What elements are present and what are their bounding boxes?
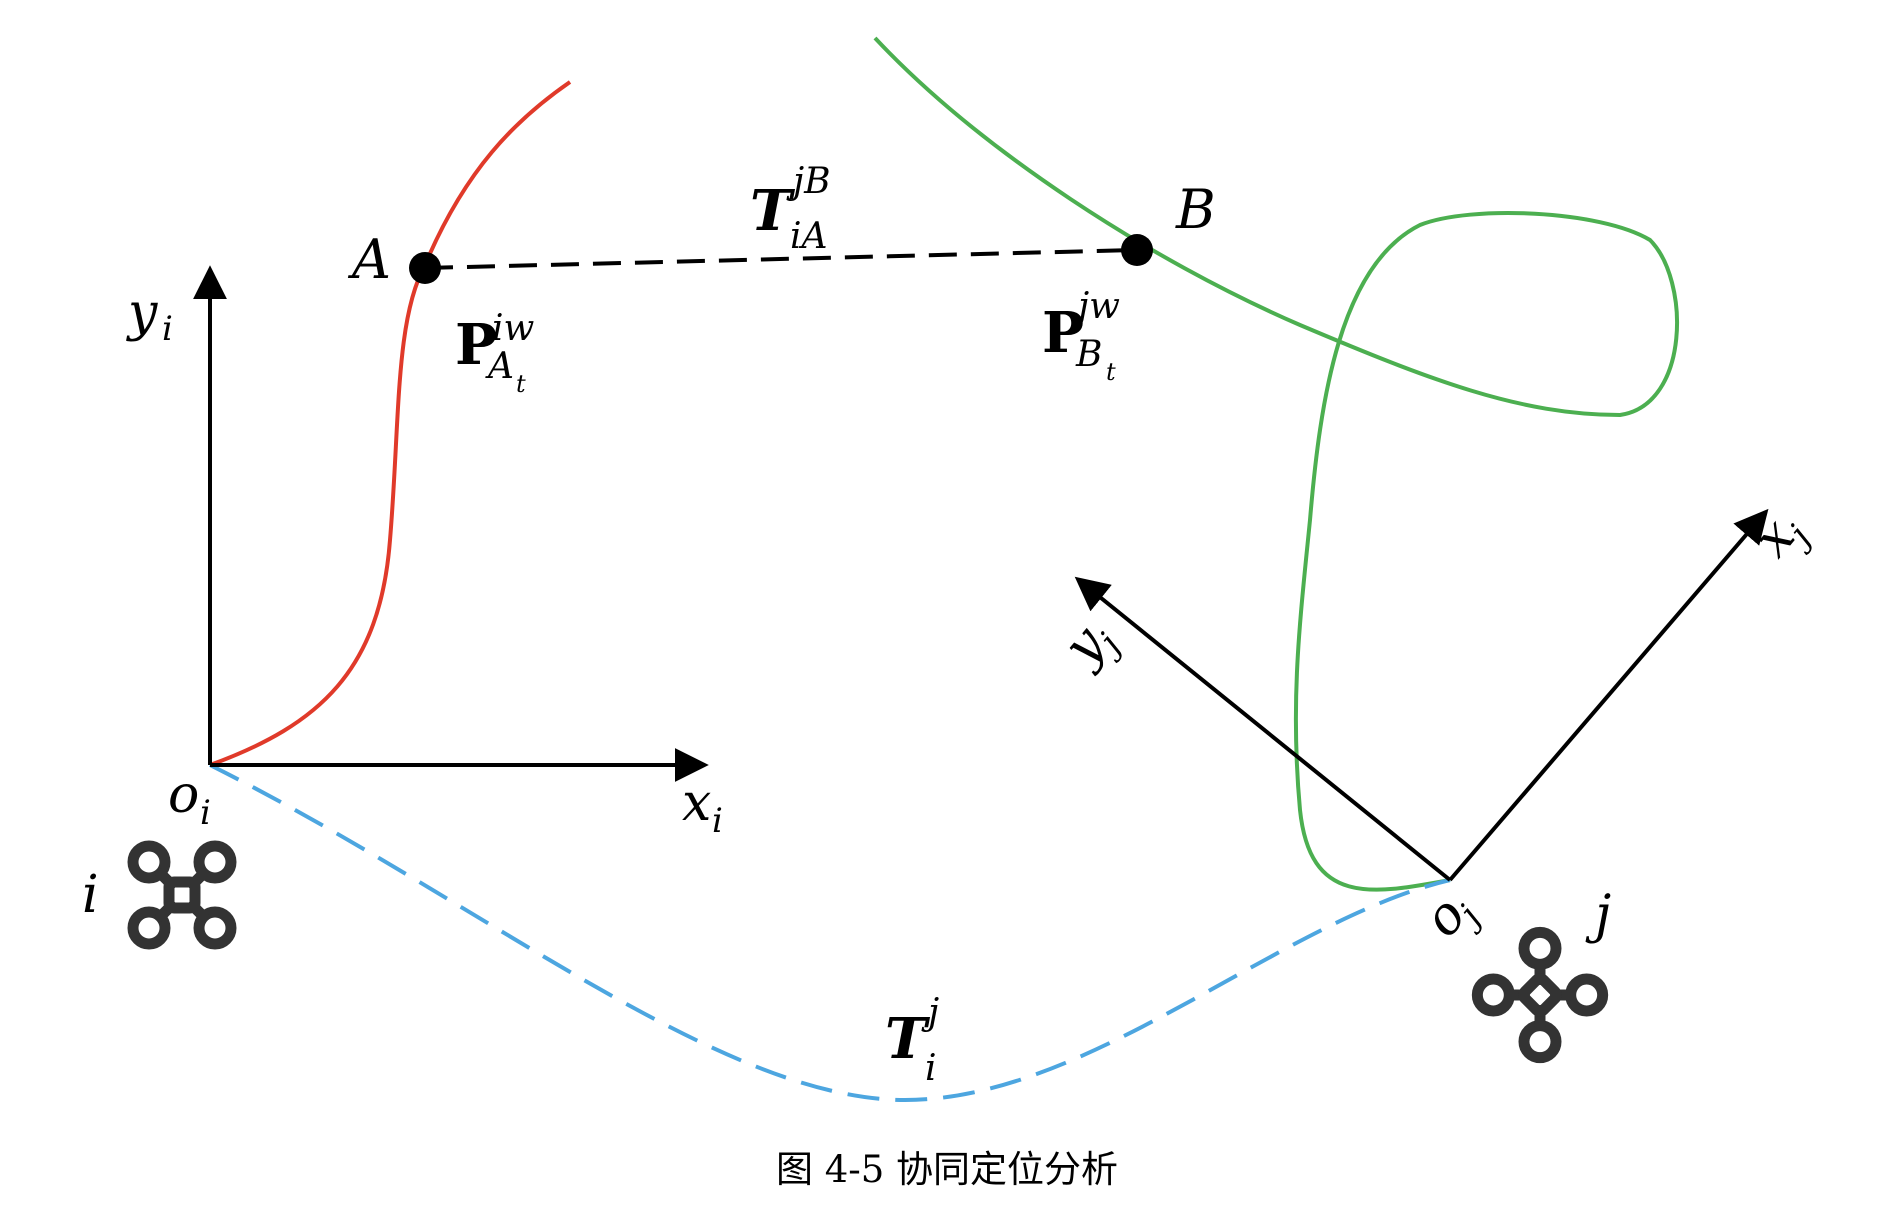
point-b-marker: [1121, 234, 1153, 266]
svg-text:P: P: [1042, 300, 1084, 366]
svg-text:x: x: [682, 773, 711, 833]
svg-text:jB: jB: [786, 161, 831, 202]
svg-text:i: i: [162, 309, 173, 349]
quadcopter-icon: [1471, 926, 1609, 1064]
point-a-marker: [409, 252, 441, 284]
quadcopter-icon: [127, 840, 237, 950]
drone-i-label: i: [82, 865, 99, 925]
drone-j-label: j: [1585, 885, 1611, 945]
origin-j-label: o j: [1412, 886, 1489, 949]
point-b-label: B: [1175, 178, 1216, 241]
point-a-label: A: [347, 228, 391, 291]
svg-text:iA: iA: [790, 216, 828, 257]
origin-i-label: o i: [168, 765, 211, 833]
trajectory-j: [873, 36, 1680, 892]
relative-transform-curve: [209, 763, 1451, 1103]
figure-caption: 图 4-5 协同定位分析: [776, 1148, 1118, 1191]
point-b-position-label: P jw B t: [1042, 286, 1120, 386]
x-axis-j: [1448, 508, 1769, 882]
svg-text:A: A: [485, 346, 514, 387]
point-a-position-label: P iw A t: [455, 308, 535, 398]
svg-text:iw: iw: [492, 308, 535, 349]
relative-link-ab: [424, 248, 1138, 270]
svg-text:i: i: [200, 793, 211, 833]
x-axis-j-label: x j: [1742, 507, 1819, 568]
svg-text:i: i: [712, 801, 723, 841]
svg-text:i: i: [925, 1048, 937, 1089]
svg-text:o: o: [168, 765, 199, 825]
svg-text:jw: jw: [1071, 286, 1120, 327]
svg-text:y: y: [126, 283, 158, 343]
svg-text:T: T: [885, 1006, 931, 1072]
x-axis-i-label: x i: [682, 773, 723, 841]
svg-text:P: P: [455, 312, 497, 378]
y-axis-i-label: y i: [126, 283, 173, 349]
svg-text:t: t: [516, 370, 526, 398]
transform-ij-label: T j i: [885, 992, 939, 1089]
y-axis-j-label: y j: [1051, 615, 1129, 678]
svg-text:T: T: [750, 178, 796, 244]
svg-text:B: B: [1075, 334, 1102, 375]
svg-text:t: t: [1106, 358, 1116, 386]
transform-ab-label: T jB iA: [750, 161, 831, 257]
y-axis-j: [1074, 576, 1452, 882]
trajectory-i: [209, 80, 572, 767]
